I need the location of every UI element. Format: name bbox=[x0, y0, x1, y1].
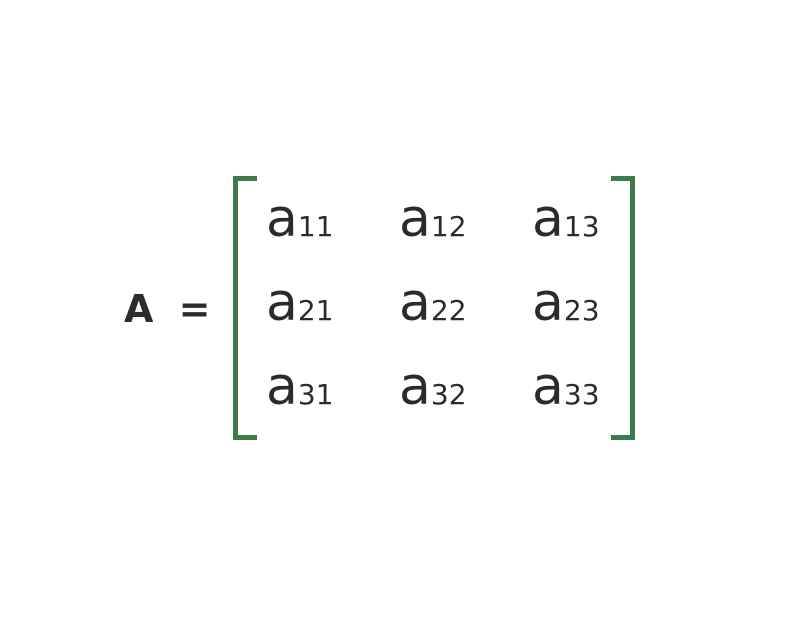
entry-subscript: 32 bbox=[430, 378, 467, 411]
matrix-name-label: A = bbox=[124, 287, 217, 331]
left-bracket bbox=[233, 176, 257, 440]
matrix-entry: a33 bbox=[532, 361, 600, 413]
entry-base: a bbox=[266, 189, 298, 249]
matrix-entry: a21 bbox=[266, 277, 334, 329]
matrix-entry: a22 bbox=[399, 277, 467, 329]
matrix-entry: a23 bbox=[532, 277, 600, 329]
matrix-entry: a32 bbox=[399, 361, 467, 413]
entry-subscript: 13 bbox=[563, 210, 600, 243]
entry-subscript: 12 bbox=[430, 210, 467, 243]
entry-base: a bbox=[399, 273, 431, 333]
entry-subscript: 22 bbox=[430, 294, 467, 327]
entry-base: a bbox=[399, 357, 431, 417]
entry-subscript: 21 bbox=[297, 294, 334, 327]
matrix-entry: a31 bbox=[266, 361, 334, 413]
entry-base: a bbox=[266, 273, 298, 333]
right-bracket bbox=[611, 176, 635, 440]
entry-base: a bbox=[532, 273, 564, 333]
matrix-entry: a11 bbox=[266, 193, 334, 245]
matrix-entry: a12 bbox=[399, 193, 467, 245]
entry-subscript: 11 bbox=[297, 210, 334, 243]
entry-subscript: 31 bbox=[297, 378, 334, 411]
entry-subscript: 23 bbox=[563, 294, 600, 327]
entry-base: a bbox=[399, 189, 431, 249]
entry-base: a bbox=[532, 189, 564, 249]
entry-base: a bbox=[266, 357, 298, 417]
entry-base: a bbox=[532, 357, 564, 417]
entry-subscript: 33 bbox=[563, 378, 600, 411]
matrix-entry: a13 bbox=[532, 193, 600, 245]
